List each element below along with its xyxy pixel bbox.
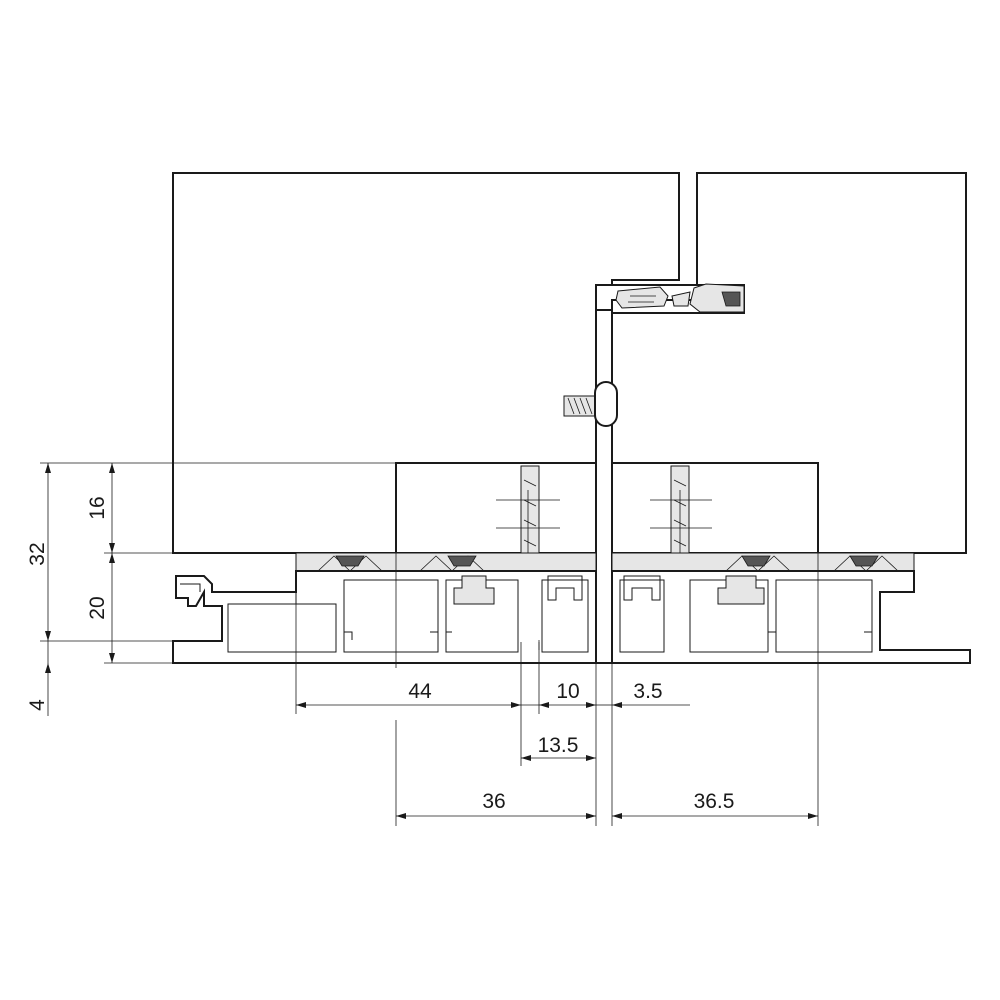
base-profile (172, 570, 971, 664)
dim-profile-height: 20 (86, 596, 109, 619)
base-profile-chambers-right (619, 575, 873, 653)
dim-total-height: 32 (26, 542, 49, 565)
dim-spacer-width: 13.5 (538, 734, 579, 757)
side-pin-fixing (563, 381, 618, 427)
dim-joint-gap: 3.5 (633, 680, 662, 703)
dim-left-gap: 44 (408, 680, 432, 703)
left-glass-block (395, 462, 597, 554)
dim-left-profile-width: 36 (482, 790, 505, 813)
top-gasket (615, 283, 745, 313)
dim-right-profile-width: 36.5 (694, 790, 735, 813)
dimension-lines (45, 463, 818, 819)
screw-marks (496, 490, 712, 612)
dim-gasket-gap: 10 (556, 680, 579, 703)
dim-base-thickness: 4 (26, 699, 49, 711)
base-profile-chambers-left (180, 575, 589, 653)
dim-glass-height: 16 (86, 496, 109, 519)
right-glass-block (611, 462, 819, 554)
extension-lines (40, 462, 819, 826)
